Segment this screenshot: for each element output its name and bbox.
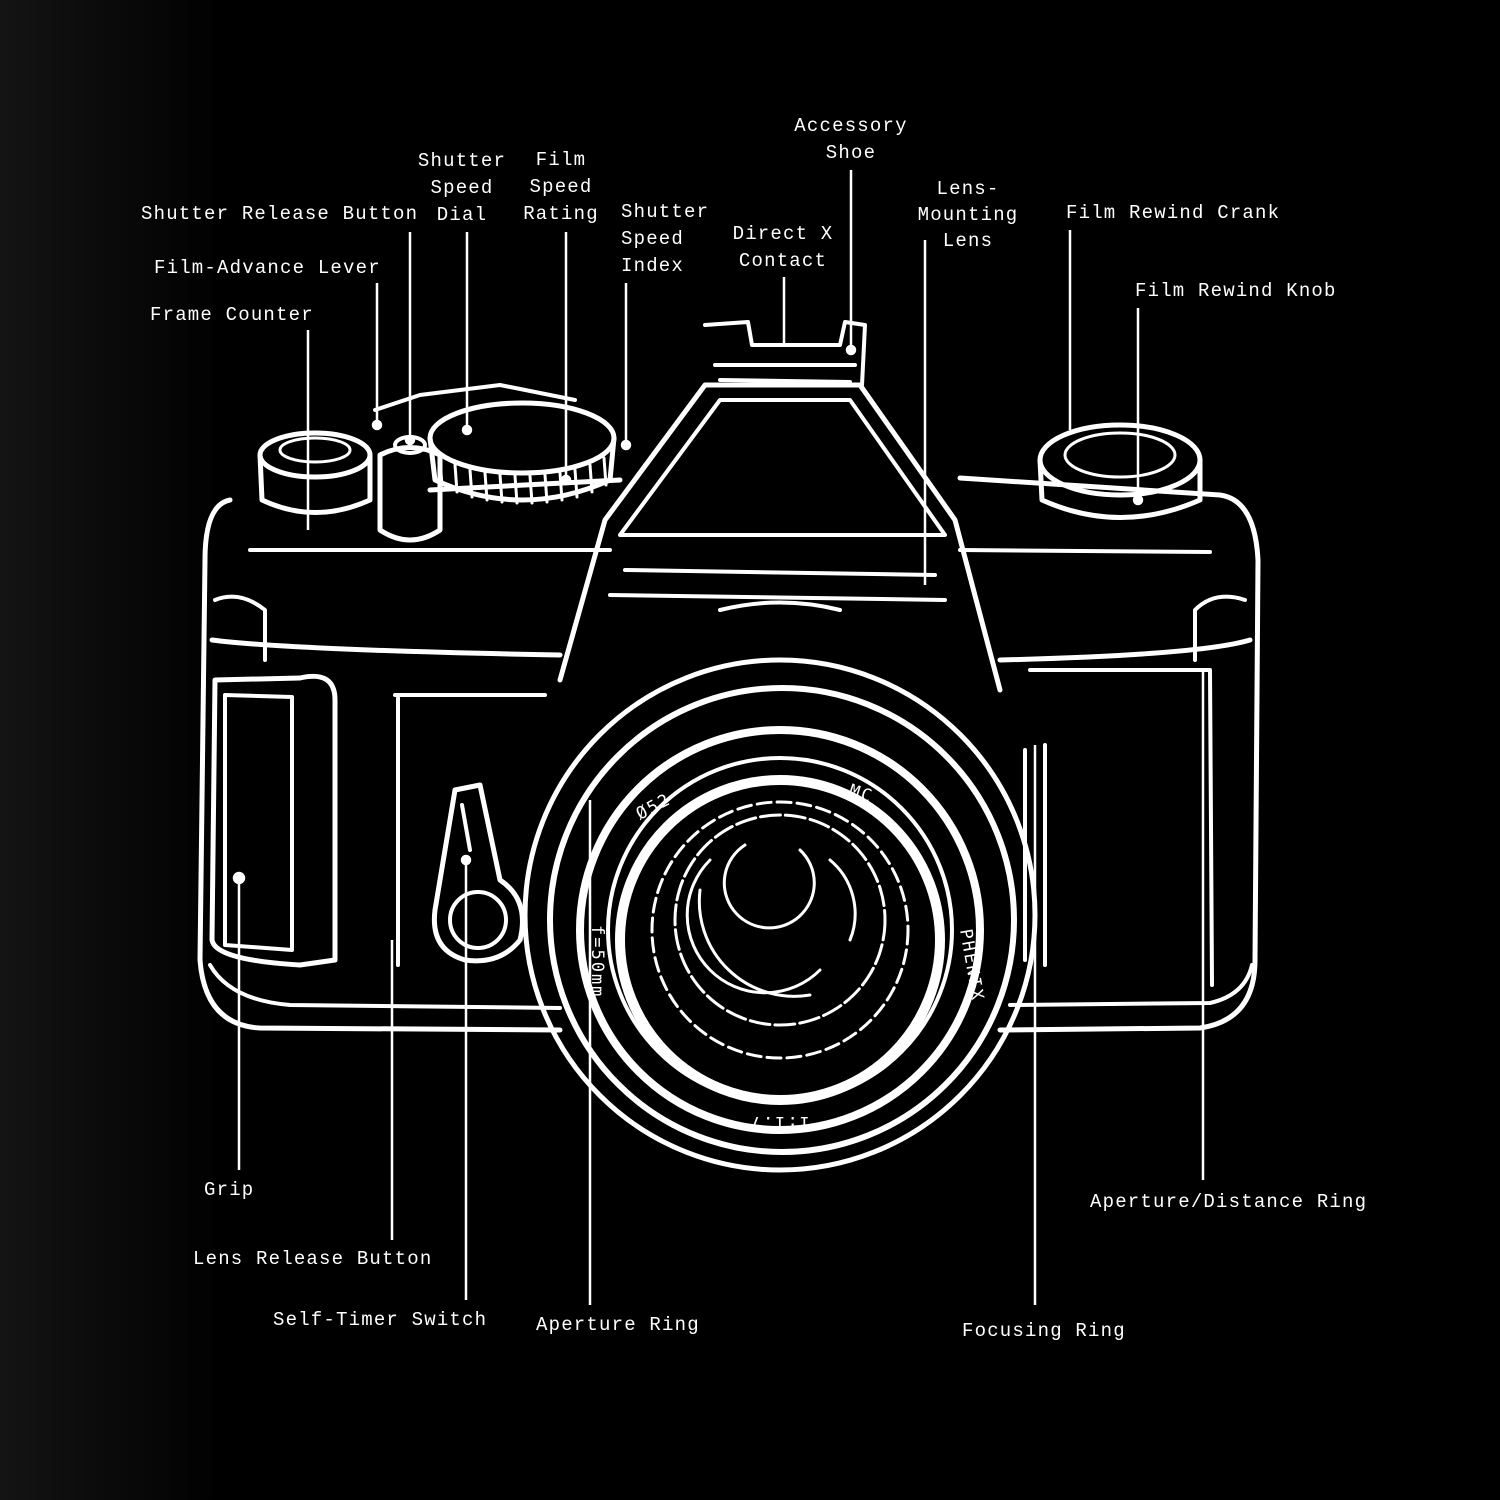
label-line: Rating: [523, 203, 599, 225]
label-focusing-ring: Focusing Ring: [962, 1320, 1126, 1342]
label-shutter-release-button: Shutter Release Button: [141, 203, 419, 225]
label-self-timer-switch: Self-Timer Switch: [273, 1309, 488, 1331]
label-line: Shutter: [417, 150, 507, 172]
camera-body: [197, 475, 1261, 1033]
label-line: Film: [535, 149, 587, 171]
label-grip: Grip: [204, 1179, 255, 1201]
label-line: Lens-: [936, 178, 1000, 200]
label-line: Shoe: [825, 142, 877, 164]
label-shutter-speed-dial: Shutter Speed Dial: [418, 148, 506, 229]
shutter-release-button: [377, 445, 443, 543]
label-line: Lens: [942, 230, 994, 252]
self-timer-lever: [431, 782, 525, 964]
aperture-ring: [576, 726, 984, 1134]
lens-aperture-marking: 1:1.7: [749, 1112, 810, 1132]
label-accessory-shoe: Accessory Shoe: [794, 113, 907, 167]
label-line: Speed: [621, 228, 685, 250]
label-line: Speed: [430, 177, 494, 199]
label-film-rewind-crank: Film Rewind Crank: [1066, 202, 1281, 224]
label-line: Index: [621, 255, 685, 277]
label-line: Contact: [738, 250, 828, 272]
lens-mount: [522, 657, 1038, 1173]
label-aperture-ring: Aperture Ring: [536, 1314, 700, 1336]
grip-shape: [209, 673, 338, 968]
label-aperture-distance-ring: Aperture/Distance Ring: [1090, 1191, 1368, 1213]
label-shutter-speed-index: Shutter Speed Index: [621, 199, 709, 280]
label-lens-release-button: Lens Release Button: [193, 1248, 433, 1270]
label-line: Speed: [529, 176, 593, 198]
label-direct-x-contact: Direct X Contact: [733, 221, 834, 275]
label-film-speed-rating: Film Speed Rating: [523, 147, 599, 228]
lens-front-element: [615, 775, 945, 1105]
film-rewind-knob: [1037, 422, 1203, 498]
label-film-advance-lever: Film-Advance Lever: [154, 257, 381, 279]
frame-counter-dial: [257, 430, 373, 480]
accessory-shoe: [703, 320, 867, 387]
shutter-speed-dial-shape: [427, 400, 617, 476]
label-line: Accessory: [794, 115, 908, 137]
label-film-rewind-knob: Film Rewind Knob: [1135, 280, 1337, 302]
lens-focal-marking: f=50mm: [587, 925, 607, 998]
label-line: Dial: [436, 204, 488, 226]
label-line: Shutter: [621, 201, 710, 223]
label-line: Mounting: [917, 204, 1019, 226]
leader-lines: [232, 170, 1205, 1305]
label-frame-counter: Frame Counter: [150, 304, 314, 326]
label-line: Direct X: [732, 223, 834, 245]
label-lens-mounting-lens: Lens- Mounting Lens: [918, 176, 1019, 254]
focusing-ring: [547, 685, 1017, 1155]
prism-housing: [557, 382, 1003, 693]
